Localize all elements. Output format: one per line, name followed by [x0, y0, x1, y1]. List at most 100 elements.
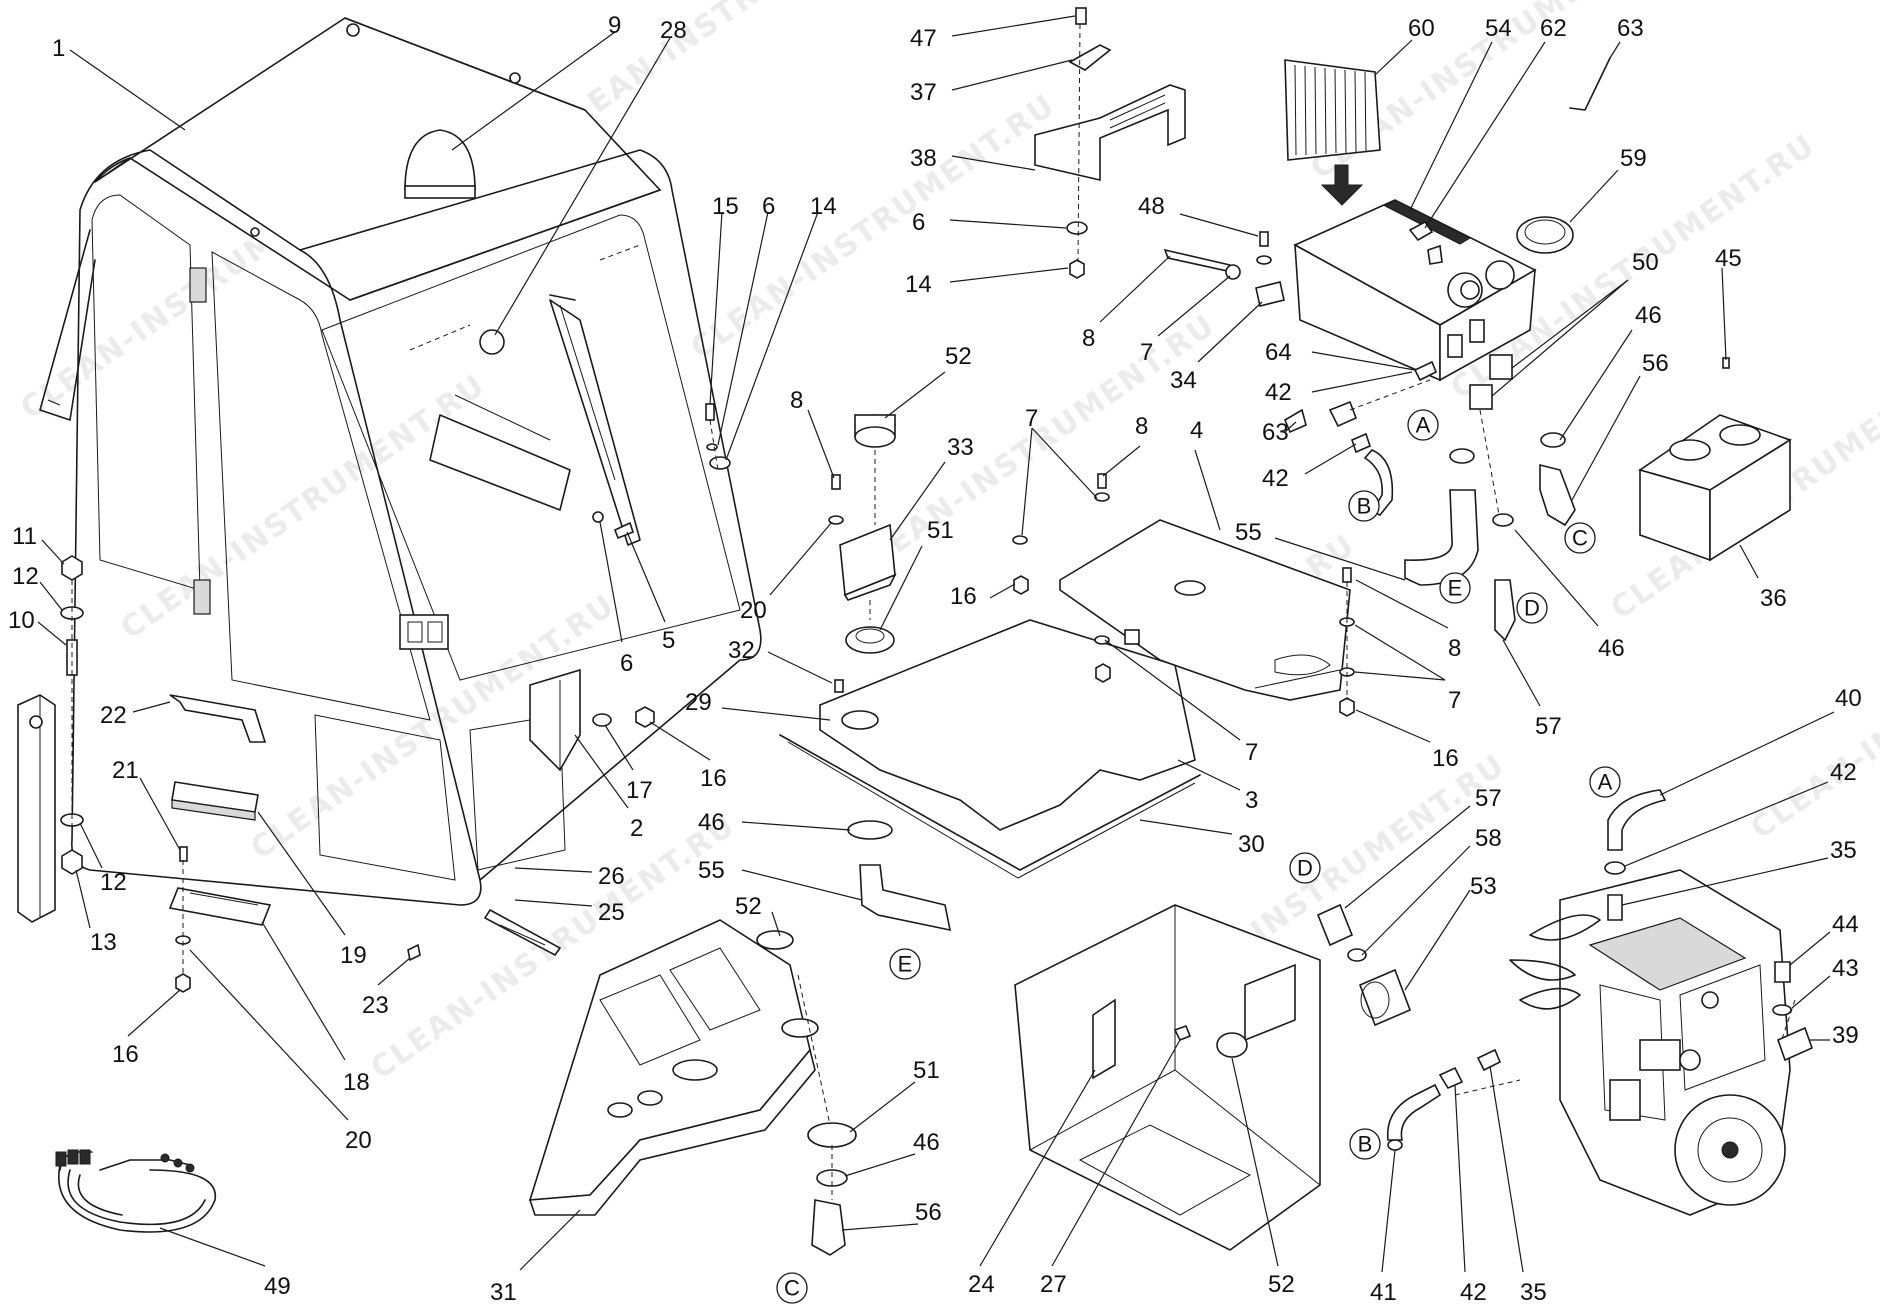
watermark-text: CLEAN-INSTRUMENT.RU — [545, 0, 923, 147]
callout-9: 9 — [608, 12, 621, 39]
leader-line-7 — [1021, 427, 1033, 536]
callout-5: 5 — [662, 627, 675, 654]
leader-line-23 — [377, 957, 411, 986]
leader-line-17 — [604, 724, 634, 771]
leader-line-63 — [1284, 421, 1297, 433]
console — [528, 820, 952, 1256]
callout-20: 20 — [345, 1127, 372, 1154]
leader-line-12 — [39, 581, 63, 611]
callout-8: 8 — [1082, 325, 1095, 352]
callout-48: 48 — [1138, 193, 1165, 220]
connection-ref-c: C — [776, 1272, 808, 1304]
leader-line-46 — [1514, 529, 1599, 627]
leader-line-8 — [1099, 255, 1171, 323]
leader-line-34 — [1197, 301, 1263, 363]
callout-12: 12 — [12, 563, 39, 590]
callout-39: 39 — [1832, 1022, 1859, 1049]
leader-line-33 — [889, 461, 946, 541]
connection-ref-d: D — [1289, 852, 1321, 884]
leader-line-40 — [1659, 711, 1835, 796]
callout-17: 17 — [626, 777, 653, 804]
callout-51: 51 — [927, 517, 954, 544]
floor-plates — [779, 414, 1355, 879]
leader-line-55 — [741, 869, 863, 901]
callout-13: 13 — [90, 929, 117, 956]
callout-57: 57 — [1535, 713, 1562, 740]
leader-line-4 — [1194, 449, 1221, 531]
leader-line-56 — [841, 1223, 919, 1231]
left-loose-parts — [17, 403, 731, 1233]
leader-line-56 — [1571, 375, 1641, 501]
leader-line-9 — [451, 31, 616, 151]
leader-line-60 — [1374, 39, 1413, 76]
leader-line-57 — [1502, 639, 1541, 707]
callout-40: 40 — [1835, 685, 1862, 712]
connection-ref-b: B — [1348, 490, 1380, 522]
leader-line-29 — [721, 707, 831, 721]
leader-line-16 — [127, 989, 181, 1037]
callout-64: 64 — [1265, 339, 1292, 366]
callout-11: 11 — [12, 523, 37, 550]
callout-52: 52 — [735, 893, 762, 920]
leader-line-42 — [1454, 1084, 1466, 1273]
ref-circle — [1348, 490, 1380, 522]
ref-circle — [1589, 766, 1621, 798]
callout-8: 8 — [1135, 413, 1148, 440]
callout-25: 25 — [598, 899, 625, 926]
callout-46: 46 — [1598, 635, 1625, 662]
leader-line-6 — [717, 211, 769, 446]
callout-12: 12 — [100, 869, 127, 896]
ref-letter: D — [1524, 596, 1540, 621]
callout-42: 42 — [1460, 1279, 1487, 1306]
callout-7: 7 — [1448, 687, 1461, 714]
callout-60: 60 — [1408, 15, 1435, 42]
ref-circle — [1439, 572, 1471, 604]
callout-36: 36 — [1760, 585, 1787, 612]
watermark-text: CLEAN-INSTRUMENT.RU — [115, 368, 493, 647]
callout-14: 14 — [905, 271, 932, 298]
callout-33: 33 — [947, 434, 974, 461]
leader-line-48 — [1179, 213, 1259, 237]
callout-62: 62 — [1540, 15, 1567, 42]
connection-ref-e: E — [1439, 572, 1471, 604]
leader-line-38 — [951, 155, 1036, 171]
connection-ref-a: A — [1589, 766, 1621, 798]
ref-circle — [776, 1272, 808, 1304]
leader-line-64 — [1311, 351, 1416, 371]
callout-52: 52 — [945, 343, 972, 370]
callout-26: 26 — [598, 863, 625, 890]
leader-line-57 — [1344, 805, 1471, 909]
heater-unit — [1034, 7, 1792, 642]
callout-16: 16 — [112, 1041, 139, 1068]
leader-line-46 — [844, 1153, 916, 1177]
leader-line-7 — [1157, 275, 1231, 337]
callout-28: 28 — [660, 17, 687, 44]
callout-23: 23 — [362, 992, 389, 1019]
ref-letter: E — [898, 952, 913, 977]
callout-46: 46 — [1635, 302, 1662, 329]
callout-51: 51 — [913, 1057, 940, 1084]
lower-box — [1014, 903, 1412, 1251]
callout-21: 21 — [112, 757, 139, 784]
leader-line-51 — [849, 1081, 916, 1133]
callout-41: 41 — [1370, 1279, 1397, 1306]
callout-20: 20 — [740, 597, 767, 624]
leader-line-52 — [884, 371, 946, 419]
callout-58: 58 — [1475, 825, 1502, 852]
callout-47: 47 — [910, 25, 937, 52]
callout-37: 37 — [910, 79, 937, 106]
leader-line-31 — [519, 1209, 581, 1271]
ref-circle — [1349, 1128, 1381, 1160]
leader-line-27 — [1051, 1039, 1181, 1267]
callout-7: 7 — [1140, 339, 1153, 366]
callout-32: 32 — [728, 637, 755, 664]
leader-line-15 — [709, 211, 723, 405]
leader-line-50 — [1491, 279, 1629, 397]
connection-ref-b: B — [1349, 1128, 1381, 1160]
callout-42: 42 — [1262, 465, 1289, 492]
leader-line-13 — [75, 869, 91, 929]
ref-letter: B — [1357, 494, 1372, 519]
callout-56: 56 — [1642, 350, 1669, 377]
